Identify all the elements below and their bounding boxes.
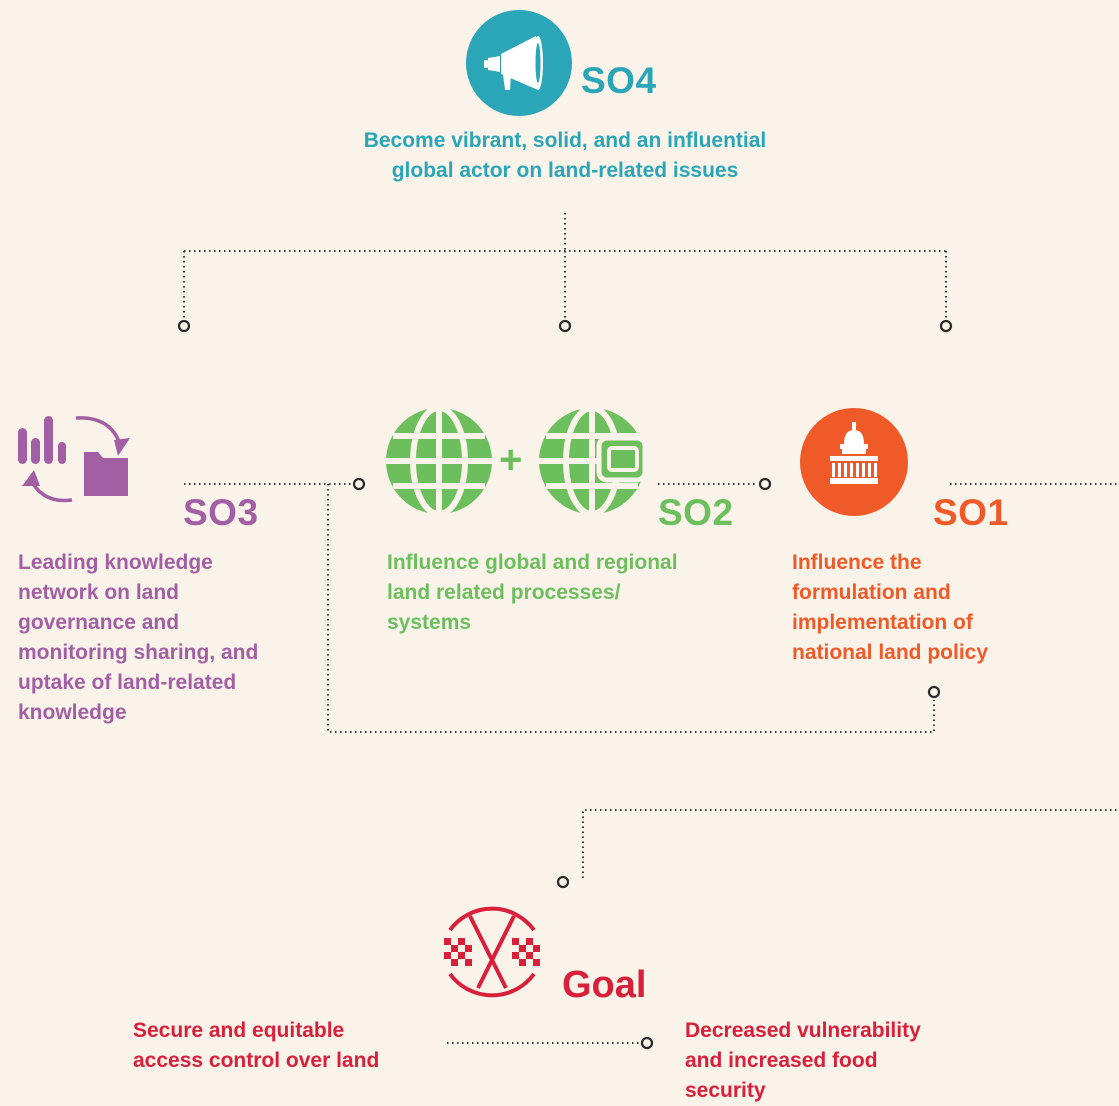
so4-description-line: Become vibrant, solid, and an influentia… — [363, 129, 767, 152]
so1-icon — [800, 408, 908, 516]
node-so3-so2 — [352, 477, 366, 491]
so4-icon — [466, 10, 572, 116]
so3-loop-line — [327, 484, 935, 733]
so3-title: SO3 — [183, 492, 259, 533]
goal-icon — [436, 896, 548, 1008]
goal-right-line: Decreased vulnerability — [685, 1019, 921, 1042]
so2-title: SO2 — [658, 492, 734, 533]
so2-globe-left — [384, 405, 494, 517]
so3-description-line: knowledge — [18, 701, 127, 724]
megaphone-icon — [466, 10, 572, 116]
so2-globe-right — [537, 405, 649, 517]
so1-description-line: formulation and — [792, 581, 951, 604]
so1-description: Influence the formulation and implementa… — [792, 548, 1052, 668]
goal-left-line: Secure and equitable — [133, 1019, 345, 1042]
so3-description-line: governance and — [18, 611, 180, 634]
so3-description-line: monitoring sharing, and — [18, 641, 259, 664]
so3-description-line: network on land — [18, 581, 180, 604]
so4-description: Become vibrant, solid, and an influentia… — [280, 126, 850, 186]
node-so1 — [939, 319, 953, 333]
so4-title: SO4 — [581, 60, 657, 101]
node-so1-loop — [927, 685, 941, 699]
so2-plus: + — [499, 438, 523, 482]
node-so2 — [558, 319, 572, 333]
so3-description: Leading knowledge network on land govern… — [18, 548, 318, 728]
knowledge-cycle-icon — [18, 416, 130, 503]
so2-description-line: land related processes/ — [387, 581, 621, 604]
goal-right-line: and increased food — [685, 1049, 878, 1072]
globe-icon — [386, 405, 492, 517]
so4-description-line: global actor on land-related issues — [391, 159, 739, 182]
so1-description-line: Influence the — [792, 551, 922, 574]
checkered-flags-icon — [444, 906, 540, 998]
goal-right-text: Decreased vulnerability and increased fo… — [685, 1016, 985, 1106]
node-goal-upper — [556, 875, 570, 889]
so2-description-line: systems — [387, 611, 472, 634]
so2-description-line: Influence global and regional — [387, 551, 678, 574]
node-goal-bottom — [640, 1036, 654, 1050]
goal-left-text: Secure and equitable access control over… — [133, 1016, 433, 1076]
so2-description: Influence global and regional land relat… — [387, 548, 747, 638]
globe-window-icon — [539, 405, 648, 517]
so3-description-line: Leading knowledge — [18, 551, 213, 574]
node-so3 — [177, 319, 191, 333]
capitol-icon — [800, 408, 908, 516]
node-so2-so1 — [758, 477, 772, 491]
so1-description-line: national land policy — [792, 641, 989, 664]
goal-upper-line — [582, 809, 1119, 878]
goal-left-line: access control over land — [133, 1049, 380, 1072]
goal-title: Goal — [562, 964, 647, 1006]
so1-description-line: implementation of — [792, 611, 973, 634]
so1-title: SO1 — [933, 492, 1009, 533]
so3-description-line: uptake of land-related — [18, 671, 237, 694]
goal-right-line: security — [685, 1079, 766, 1102]
so3-icon — [14, 408, 134, 516]
